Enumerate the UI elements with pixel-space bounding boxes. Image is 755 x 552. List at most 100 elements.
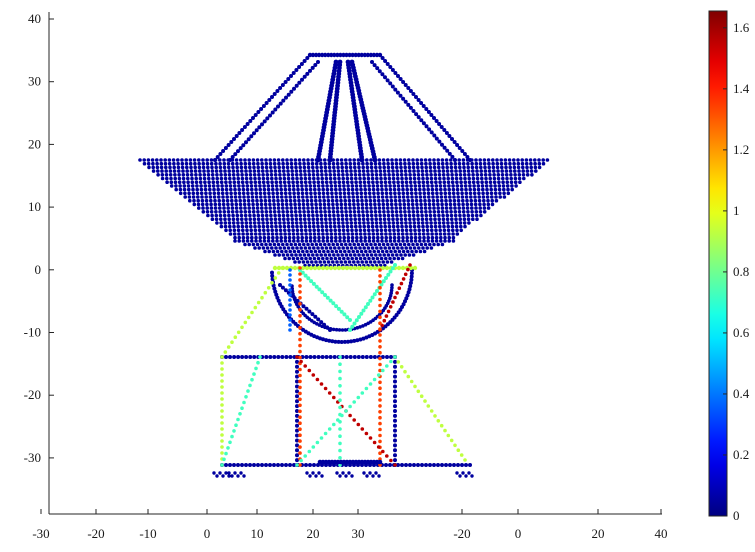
data-point <box>333 184 338 188</box>
colorbar-tick-label: 1.4 <box>733 81 750 96</box>
data-point <box>500 165 504 170</box>
data-point <box>404 221 408 225</box>
data-point <box>305 198 310 203</box>
data-point <box>327 161 332 166</box>
x-tick-label: 20 <box>592 526 605 541</box>
data-point <box>295 228 300 233</box>
data-point <box>390 210 395 214</box>
data-point <box>278 101 283 106</box>
data-point <box>320 221 324 225</box>
data-point <box>288 191 292 196</box>
data-point <box>464 187 468 192</box>
data-point <box>202 176 207 181</box>
data-point <box>411 158 415 162</box>
data-point <box>313 314 318 319</box>
data-point <box>258 239 263 243</box>
data-point <box>393 409 397 413</box>
data-point <box>411 165 416 170</box>
data-point <box>270 224 274 229</box>
data-point <box>260 463 264 467</box>
data-point <box>495 165 500 170</box>
data-point <box>364 431 369 436</box>
data-point <box>301 195 305 199</box>
x-tick-label: -20 <box>87 526 104 541</box>
data-point <box>295 355 299 359</box>
data-point <box>283 256 287 261</box>
data-point <box>459 224 463 229</box>
data-point <box>241 235 246 240</box>
data-point <box>248 213 252 218</box>
data-point <box>358 232 363 236</box>
data-point <box>365 213 370 218</box>
data-point <box>404 180 409 184</box>
data-point <box>299 224 304 229</box>
data-point <box>237 232 241 236</box>
data-point <box>502 195 507 199</box>
data-point <box>243 158 247 162</box>
data-point <box>437 213 441 218</box>
data-point <box>227 173 232 177</box>
data-point <box>425 176 430 181</box>
data-point <box>378 165 382 170</box>
data-point <box>307 217 311 221</box>
data-point <box>471 180 476 184</box>
data-point <box>253 176 257 181</box>
data-point <box>525 169 530 173</box>
data-point <box>418 195 423 199</box>
data-point <box>210 217 215 221</box>
data-point <box>396 360 401 364</box>
data-point <box>365 206 369 210</box>
data-point <box>232 184 237 188</box>
data-point <box>352 321 357 326</box>
data-point <box>220 379 224 383</box>
data-point <box>220 463 224 467</box>
data-point <box>227 217 231 221</box>
data-point <box>236 330 241 335</box>
data-point <box>177 173 181 177</box>
data-point <box>342 191 347 196</box>
data-point <box>507 158 512 162</box>
data-point <box>284 202 289 207</box>
data-point <box>264 213 269 218</box>
data-point <box>440 142 444 147</box>
data-point <box>368 198 373 203</box>
data-point <box>339 158 344 162</box>
data-point <box>424 169 429 173</box>
data-point <box>289 158 294 162</box>
data-point <box>401 80 406 84</box>
data-point <box>226 161 231 166</box>
data-point <box>258 355 262 359</box>
data-point <box>378 169 383 173</box>
data-point <box>352 158 357 162</box>
data-point <box>342 256 346 261</box>
data-point <box>455 187 460 192</box>
data-point <box>276 355 281 359</box>
data-point <box>294 68 299 72</box>
data-point <box>468 191 473 196</box>
data-point <box>391 173 396 177</box>
data-point <box>423 399 427 403</box>
data-point <box>322 322 327 327</box>
data-point <box>309 249 314 254</box>
data-point <box>327 165 332 170</box>
data-point <box>322 260 327 264</box>
data-point <box>401 277 406 281</box>
data-point <box>354 176 358 181</box>
data-point <box>251 116 255 120</box>
data-point <box>332 253 336 257</box>
data-point <box>291 180 295 184</box>
data-point <box>466 169 471 173</box>
data-point <box>304 184 308 188</box>
data-point <box>381 206 386 210</box>
data-point <box>500 169 505 173</box>
data-point <box>380 195 385 199</box>
data-point <box>358 184 363 188</box>
data-point <box>298 253 303 257</box>
data-point <box>393 198 398 203</box>
data-point <box>243 210 248 214</box>
data-point <box>415 158 420 162</box>
data-point <box>358 176 362 181</box>
data-point <box>242 195 246 199</box>
data-point <box>352 206 357 210</box>
data-point <box>300 265 306 271</box>
